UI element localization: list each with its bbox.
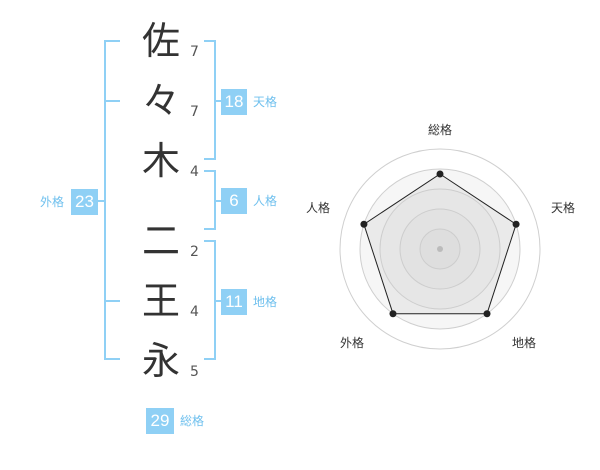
jinkaku-badge: 6 [221, 188, 247, 214]
radar-center-dot [437, 246, 443, 252]
tenkaku-label: 天格 [253, 95, 278, 109]
stroke-count-4: 2 [190, 244, 199, 260]
name-char-2: 々 [141, 79, 180, 123]
gaikaku-label: 外格 [40, 195, 65, 209]
gaikaku-connector [98, 200, 106, 202]
gaikaku-bracket-tick [104, 100, 120, 102]
stroke-count-5: 4 [190, 304, 199, 320]
jinkaku-connector [214, 200, 222, 202]
stroke-count-1: 7 [190, 44, 199, 60]
radar-axis-label-tenkaku: 天格 [551, 200, 575, 215]
radar-point [360, 220, 368, 228]
radar-point [389, 310, 397, 318]
soukaku-badge: 29 [146, 408, 174, 434]
chikaku-badge: 11 [221, 289, 247, 315]
tenkaku-badge: 18 [221, 89, 247, 115]
name-char-4: 二 [141, 219, 180, 263]
gaikaku-badge: 23 [71, 189, 98, 215]
radar-axis-label-chikaku: 地格 [512, 335, 536, 350]
stroke-count-2: 7 [190, 104, 199, 120]
name-char-1: 佐 [141, 19, 180, 63]
name-char-5: 王 [141, 279, 180, 323]
chikaku-connector [214, 300, 222, 302]
radar-point [483, 310, 491, 318]
stroke-count-3: 4 [190, 164, 199, 180]
gaikaku-bracket-tick [104, 300, 120, 302]
radar-axis-label-soukaku: 総格 [428, 122, 452, 137]
radar-data-polygon [363, 173, 517, 315]
name-char-6: 永 [141, 339, 180, 383]
radar-axis-label-jinkaku: 人格 [306, 200, 330, 215]
jinkaku-label: 人格 [253, 194, 278, 208]
tenkaku-connector [214, 100, 222, 102]
radar-axis-label-gaikaku: 外格 [340, 335, 364, 350]
radar-point [436, 170, 444, 178]
name-char-3: 木 [141, 139, 180, 183]
radar-point [512, 220, 520, 228]
soukaku-label: 総格 [180, 414, 205, 428]
chikaku-label: 地格 [253, 295, 278, 309]
stroke-count-6: 5 [190, 364, 199, 380]
